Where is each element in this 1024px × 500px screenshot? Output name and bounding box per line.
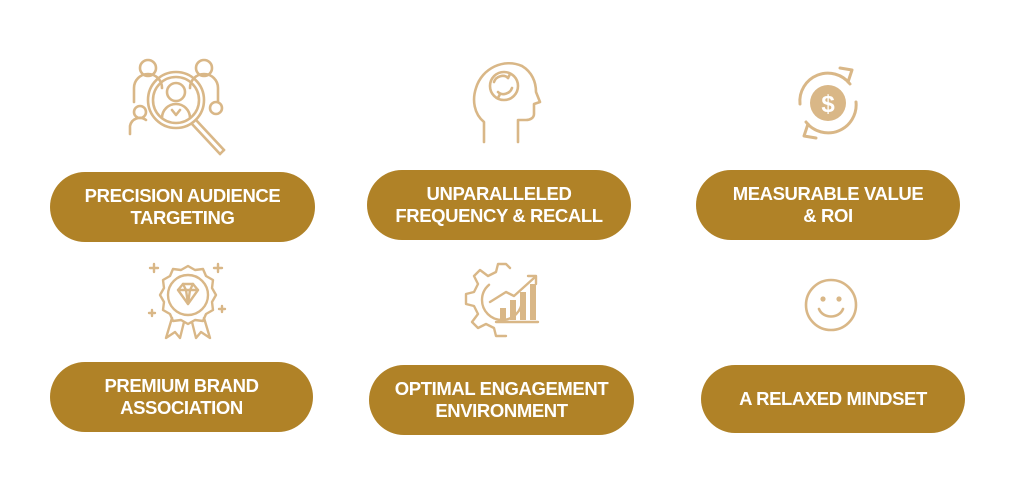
- benefit-label: OPTIMAL ENGAGEMENT ENVIRONMENT: [394, 378, 609, 421]
- benefit-label: PREMIUM BRAND ASSOCIATION: [104, 375, 259, 418]
- benefit-label: MEASURABLE VALUE & ROI: [732, 183, 924, 226]
- benefit-label: A RELAXED MINDSET: [739, 388, 927, 409]
- benefit-label: UNPARALLELED FREQUENCY & RECALL: [395, 183, 603, 226]
- head-brain-icon: [470, 56, 542, 144]
- dollar-cycle-icon: $: [792, 62, 864, 144]
- svg-text:$: $: [821, 91, 835, 118]
- audience-magnifier-icon: [128, 54, 236, 156]
- benefit-pill-optimal-engagement-environment: OPTIMAL ENGAGEMENT ENVIRONMENT: [369, 365, 634, 435]
- benefit-pill-measurable-value-roi: MEASURABLE VALUE & ROI: [696, 170, 960, 240]
- benefit-pill-relaxed-mindset: A RELAXED MINDSET: [701, 365, 965, 433]
- benefit-pill-premium-brand-association: PREMIUM BRAND ASSOCIATION: [50, 362, 313, 432]
- benefit-pill-unparalleled-frequency-recall: UNPARALLELED FREQUENCY & RECALL: [367, 170, 631, 240]
- diamond-badge-icon: [147, 258, 228, 340]
- benefit-pill-precision-audience-targeting: PRECISION AUDIENCE TARGETING: [50, 172, 315, 242]
- gear-growth-chart-icon: [462, 262, 544, 338]
- smiley-face-icon: [803, 277, 859, 333]
- benefit-label: PRECISION AUDIENCE TARGETING: [84, 185, 281, 228]
